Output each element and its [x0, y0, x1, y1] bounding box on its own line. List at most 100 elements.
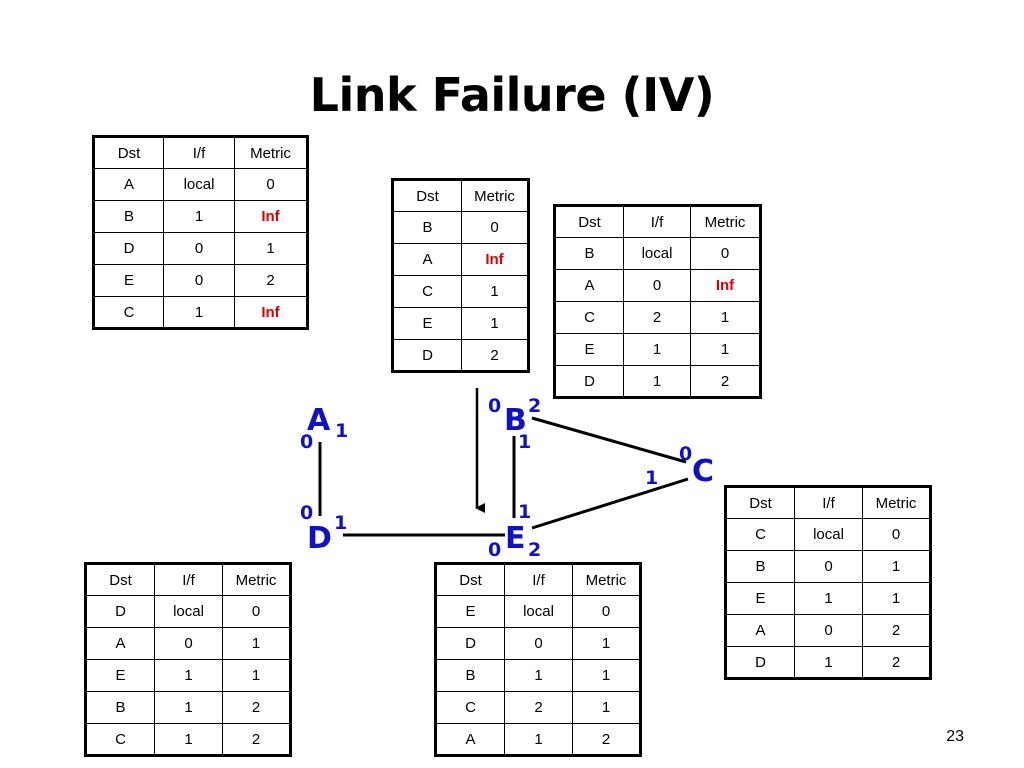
table-cell: 0: [163, 232, 235, 265]
port-b-1: 1: [518, 431, 531, 453]
header-cell: Dst: [392, 179, 462, 212]
table-cell: 0: [163, 264, 235, 297]
header-cell: Metric: [572, 563, 641, 596]
table-cell: 1: [623, 365, 691, 398]
header-cell: I/f: [504, 563, 573, 596]
table-cell: D: [435, 627, 505, 660]
table-cell: local: [794, 518, 863, 551]
table-cell: Inf: [234, 296, 308, 329]
table-cell: 1: [222, 659, 291, 692]
table-cell: 1: [461, 307, 529, 340]
table-cell: A: [554, 269, 624, 302]
table-cell: D: [93, 232, 164, 265]
port-a-0: 0: [300, 431, 313, 453]
table-cell: 2: [690, 365, 761, 398]
table-cell: C: [435, 691, 505, 724]
port-d-1: 1: [334, 512, 347, 534]
table-cell: A: [85, 627, 155, 660]
table-cell: E: [554, 333, 624, 366]
table-cell: 2: [504, 691, 573, 724]
table-cell: B: [435, 659, 505, 692]
table-cell: E: [85, 659, 155, 692]
table-cell: 1: [222, 627, 291, 660]
table-cell: 0: [794, 550, 863, 583]
table-cell: 1: [794, 582, 863, 615]
table-cell: Inf: [461, 243, 529, 276]
header-cell: Metric: [222, 563, 291, 596]
header-cell: Metric: [234, 136, 308, 169]
node-d: D: [307, 521, 332, 556]
table-cell: 2: [862, 646, 931, 679]
table-cell: C: [725, 518, 795, 551]
table-cell: 2: [222, 723, 291, 756]
table-cell: A: [435, 723, 505, 756]
table-cell: 1: [862, 582, 931, 615]
port-a-1: 1: [335, 420, 348, 442]
table-cell: 1: [234, 232, 308, 265]
table-cell: A: [725, 614, 795, 647]
table-cell: 1: [572, 627, 641, 660]
table-cell: 0: [461, 211, 529, 244]
table-cell: 0: [504, 627, 573, 660]
header-cell: Dst: [554, 205, 624, 238]
table-cell: 0: [154, 627, 223, 660]
table-cell: B: [392, 211, 462, 244]
table-cell: 0: [234, 168, 308, 201]
port-b-0: 0: [488, 395, 501, 417]
header-cell: I/f: [163, 136, 235, 169]
table-cell: A: [392, 243, 462, 276]
table-cell: D: [725, 646, 795, 679]
table-cell: Inf: [690, 269, 761, 302]
header-cell: I/f: [154, 563, 223, 596]
table-cell: D: [554, 365, 624, 398]
table-cell: E: [93, 264, 164, 297]
table-cell: B: [554, 237, 624, 270]
port-e-2: 2: [528, 539, 541, 561]
table-cell: 2: [623, 301, 691, 334]
table-cell: B: [85, 691, 155, 724]
header-cell: Metric: [690, 205, 761, 238]
table-cell: E: [725, 582, 795, 615]
table-cell: 1: [572, 659, 641, 692]
table-cell: 1: [154, 659, 223, 692]
table-cell: 1: [862, 550, 931, 583]
table-cell: 1: [572, 691, 641, 724]
port-c-0: 0: [679, 443, 692, 465]
slide-title: Link Failure (IV): [309, 68, 715, 122]
link-e-c: [531, 477, 689, 530]
port-e-1: 1: [518, 501, 531, 523]
table-cell: B: [725, 550, 795, 583]
table-cell: 1: [690, 301, 761, 334]
header-cell: I/f: [794, 486, 863, 519]
table-cell: 0: [222, 595, 291, 628]
table-cell: Inf: [234, 200, 308, 233]
table-cell: B: [93, 200, 164, 233]
header-cell: Dst: [725, 486, 795, 519]
node-e: E: [505, 521, 526, 556]
page-number: 23: [946, 728, 964, 745]
table-cell: 1: [163, 200, 235, 233]
header-cell: I/f: [623, 205, 691, 238]
table-cell: C: [93, 296, 164, 329]
table-cell: 2: [222, 691, 291, 724]
table-cell: 2: [234, 264, 308, 297]
table-cell: 0: [623, 269, 691, 302]
node-b: B: [504, 403, 527, 438]
table-cell: C: [85, 723, 155, 756]
table-cell: 0: [690, 237, 761, 270]
header-cell: Metric: [461, 179, 529, 212]
table-cell: 2: [862, 614, 931, 647]
table-cell: 1: [154, 723, 223, 756]
table-cell: D: [85, 595, 155, 628]
header-cell: Dst: [93, 136, 164, 169]
table-cell: C: [392, 275, 462, 308]
table-cell: 1: [794, 646, 863, 679]
table-cell: C: [554, 301, 624, 334]
table-cell: 1: [154, 691, 223, 724]
